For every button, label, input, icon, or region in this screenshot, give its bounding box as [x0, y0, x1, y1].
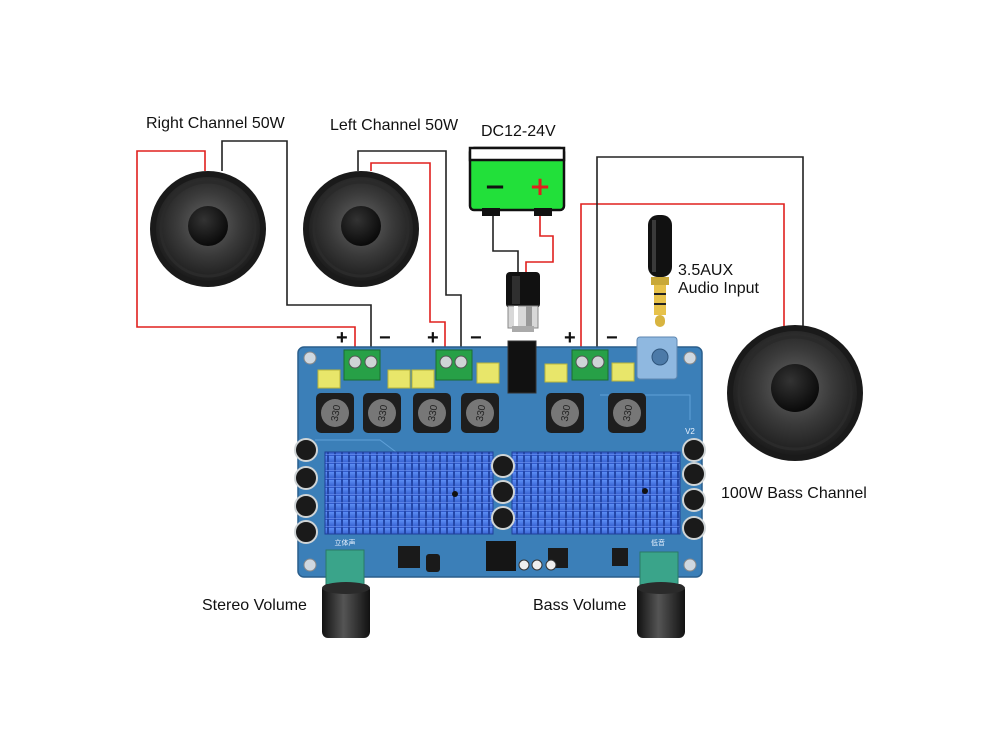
aux-jack: [636, 336, 678, 380]
inductors: 330 330 330 330 330 330: [316, 393, 646, 433]
dc-power-plug: [506, 272, 540, 332]
stereo-volume-pot: [325, 549, 365, 587]
right-minus-mark: −: [379, 327, 391, 349]
stereo-volume-knob[interactable]: [322, 582, 370, 638]
bass-volume-knob[interactable]: [637, 582, 685, 638]
svg-text:330: 330: [560, 404, 574, 423]
svg-text:330: 330: [475, 404, 489, 423]
inductor: 330: [413, 393, 451, 433]
svg-text:330: 330: [427, 404, 441, 423]
bass-volume-label: Bass Volume: [533, 597, 627, 614]
right-channel-terminal: [343, 349, 381, 381]
left-channel-label: Left Channel 50W: [330, 117, 459, 134]
inductor: 330: [546, 393, 584, 433]
inductor: 330: [363, 393, 401, 433]
small-components: [398, 541, 628, 572]
left-speaker-red-wire: [370, 162, 446, 350]
wires: [136, 140, 804, 350]
bass-speaker-black-wire: [596, 156, 804, 350]
pcb-version-label: V2: [685, 427, 695, 436]
stereo-silkscreen: 立体声: [335, 538, 356, 547]
film-capacitors: [317, 362, 635, 389]
right-channel-speaker: [150, 171, 266, 287]
left-channel-terminal: [435, 349, 473, 381]
right-heatsink: [511, 451, 681, 535]
electrolytic-capacitors: [294, 438, 706, 544]
bass-minus-mark: −: [606, 327, 618, 349]
svg-text:330: 330: [330, 404, 344, 423]
power-black-wire: [492, 210, 519, 275]
power-red-wire: [525, 210, 554, 275]
inductor: 330: [608, 393, 646, 433]
stereo-volume-label: Stereo Volume: [202, 597, 307, 614]
bass-channel-speaker: [727, 325, 863, 461]
svg-text:330: 330: [377, 404, 391, 423]
inductor: 330: [316, 393, 354, 433]
aux-audio-plug: [648, 215, 672, 327]
aux-label-line2: Audio Input: [678, 280, 759, 297]
left-minus-mark: −: [470, 327, 482, 349]
left-plus-mark: +: [427, 327, 439, 349]
bass-plus-mark: +: [564, 327, 576, 349]
svg-text:330: 330: [622, 404, 636, 423]
left-heatsink: [324, 451, 494, 535]
left-speaker-black-wire: [357, 150, 462, 350]
right-speaker-red-wire: [136, 150, 356, 350]
bass-channel-terminal: [571, 349, 609, 381]
bass-volume-pot: [639, 551, 679, 587]
right-channel-label: Right Channel 50W: [146, 115, 285, 132]
right-speaker-black-wire: [221, 140, 372, 350]
bass-channel-label: 100W Bass Channel: [721, 485, 867, 502]
power-label: DC12-24V: [481, 123, 556, 140]
dc-jack: [507, 340, 537, 394]
bass-speaker-red-wire: [580, 203, 785, 350]
battery-icon: − +: [468, 146, 566, 216]
right-plus-mark: +: [336, 327, 348, 349]
bass-silkscreen: 低音: [651, 538, 665, 547]
inductor: 330: [461, 393, 499, 433]
battery-plus: +: [529, 172, 551, 202]
battery-minus: −: [484, 172, 506, 202]
left-channel-speaker: [303, 171, 419, 287]
amplifier-board: V2: [294, 336, 706, 587]
aux-label-line1: 3.5AUX: [678, 262, 734, 279]
